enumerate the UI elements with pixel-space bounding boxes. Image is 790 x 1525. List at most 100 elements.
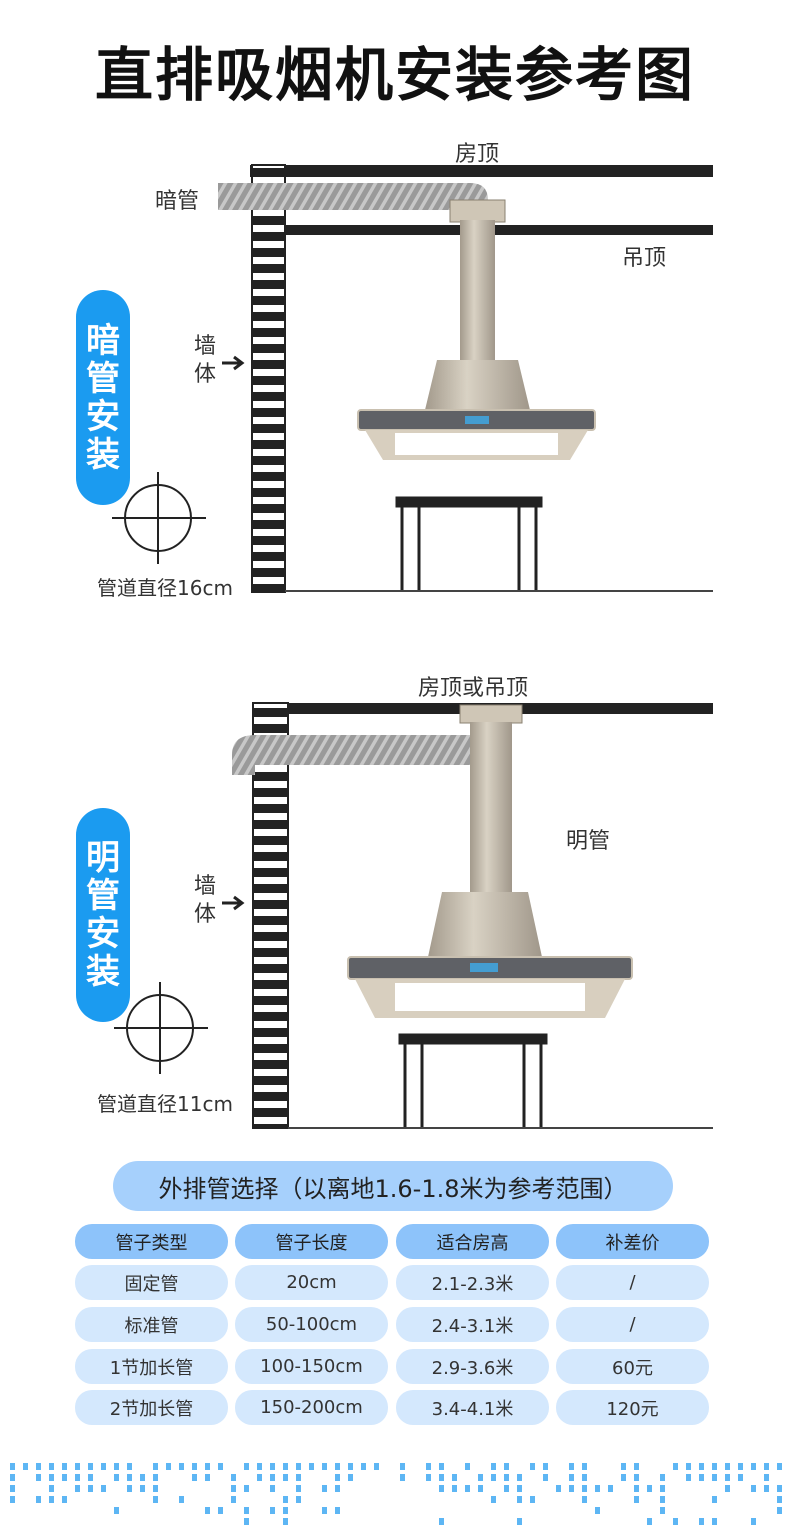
table-cell: 标准管 [75,1307,228,1342]
table-cell: 固定管 [75,1265,228,1300]
badge-char: 暗 [86,320,120,361]
dot [608,1485,613,1492]
wall-label: 墙 体 [194,873,216,929]
dot [712,1496,717,1503]
dot [478,1485,483,1492]
dot [101,1485,106,1492]
dot [244,1463,249,1470]
table-cell: / [556,1265,709,1300]
dot [10,1496,15,1503]
dot [426,1474,431,1481]
dot [283,1496,288,1503]
dot [10,1463,15,1470]
dot [712,1474,717,1481]
dot [270,1485,275,1492]
dot [569,1474,574,1481]
dot [634,1463,639,1470]
dot [153,1496,158,1503]
dot [36,1463,41,1470]
dot [114,1507,119,1514]
dot [309,1463,314,1470]
dot [569,1485,574,1492]
table-cell: / [556,1307,709,1342]
dot [517,1496,522,1503]
dot [530,1496,535,1503]
dot [49,1485,54,1492]
table-cell: 2.4-3.1米 [396,1307,549,1342]
dot [491,1496,496,1503]
dot [296,1463,301,1470]
dot [595,1507,600,1514]
dot [257,1463,262,1470]
dot [62,1474,67,1481]
dot [699,1518,704,1525]
dot [335,1474,340,1481]
badge-char: 管 [86,358,120,399]
dot [400,1463,405,1470]
page-title: 直排吸烟机安装参考图 [94,41,695,109]
wall [251,164,286,593]
dot [439,1518,444,1525]
table-cell: 2.9-3.6米 [396,1349,549,1384]
wall-label: 墙 体 [194,333,216,389]
dot [335,1463,340,1470]
dot [582,1474,587,1481]
badge-char: 管 [86,876,120,916]
dot [725,1474,730,1481]
dot [205,1474,210,1481]
dot [582,1496,587,1503]
dot [296,1474,301,1481]
roof-or-ceiling-label: 房顶或吊顶 [418,676,529,701]
table-cell: 60元 [556,1349,709,1384]
dot [205,1463,210,1470]
hidden-install-badge: 暗 管 安 装 [76,290,130,505]
dot [491,1463,496,1470]
dot [244,1485,249,1492]
dot [517,1474,522,1481]
dot [686,1474,691,1481]
dot [283,1518,288,1525]
dot [270,1463,275,1470]
dot [426,1463,431,1470]
dot [283,1463,288,1470]
dot [36,1474,41,1481]
badge-char: 安 [86,914,120,954]
hood-body [428,892,542,957]
dot [88,1485,93,1492]
dot [231,1485,236,1492]
dot [218,1463,223,1470]
dot [179,1496,184,1503]
dot [36,1496,41,1503]
dot [465,1463,470,1470]
dot [764,1485,769,1492]
dot [439,1485,444,1492]
dot [738,1463,743,1470]
floor-line [285,590,713,592]
roof-label: 房顶 [455,142,500,167]
dot [478,1474,483,1481]
dot [556,1485,561,1492]
dot [543,1463,548,1470]
dot [101,1463,106,1470]
pipe-diameter-label: 管道直径11cm [97,1092,233,1116]
dot [49,1474,54,1481]
hidden-pipe-diagram [112,164,713,593]
dot [257,1474,262,1481]
dot [153,1474,158,1481]
dot [452,1474,457,1481]
table [398,1033,548,1127]
table-cell: 2节加长管 [75,1390,228,1425]
wall-label-2: 体 [194,362,217,387]
dot [10,1485,15,1492]
hood-chimney [460,220,495,360]
dot [634,1485,639,1492]
dot [140,1485,145,1492]
table-cell: 120元 [556,1390,709,1425]
decorative-dot-pattern [10,1463,782,1525]
dot [62,1463,67,1470]
dot [400,1474,405,1481]
table-cell: 100-150cm [235,1349,388,1384]
dot [504,1463,509,1470]
hidden-duct [218,183,488,210]
dot [335,1507,340,1514]
